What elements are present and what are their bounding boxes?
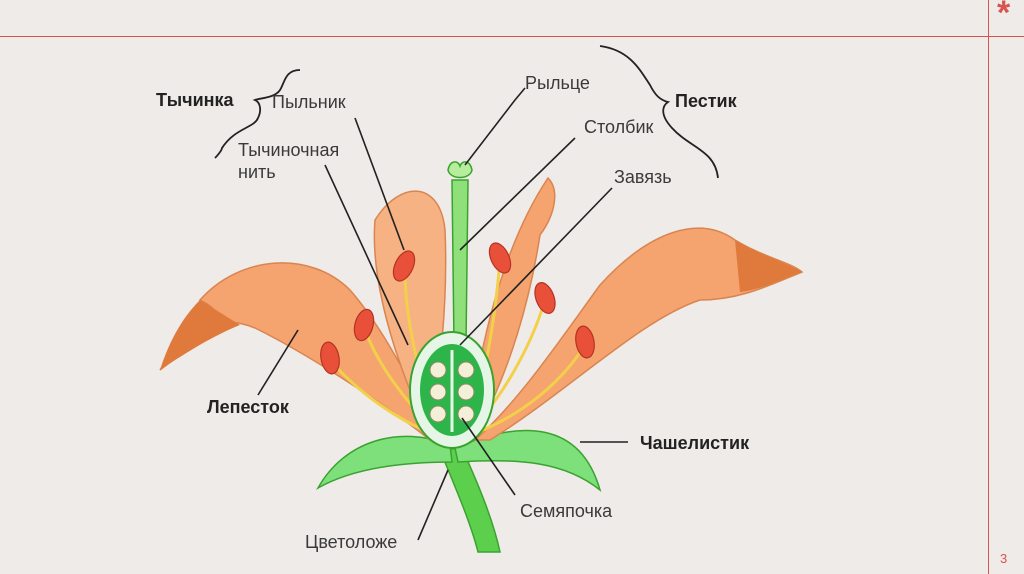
- label-ovary: Завязь: [614, 167, 672, 187]
- pistil-brace: [600, 46, 718, 178]
- label-filament-line1: Тычиночная: [238, 140, 339, 160]
- anther: [531, 280, 559, 316]
- leader-stigma: [465, 88, 525, 165]
- leader-style: [460, 138, 575, 250]
- label-stigma: Рыльце: [525, 73, 590, 93]
- label-petal: Лепесток: [207, 397, 290, 417]
- label-anther: Пыльник: [272, 92, 346, 112]
- stem: [440, 448, 500, 552]
- label-stamen: Тычинка: [156, 90, 235, 110]
- label-style: Столбик: [584, 117, 654, 137]
- pistil-stigma: [448, 162, 472, 178]
- leader-receptacle: [418, 470, 448, 540]
- label-pistil: Пестик: [675, 91, 738, 111]
- pistil-style: [452, 180, 468, 345]
- label-sepal: Чашелистик: [640, 433, 750, 453]
- label-receptacle: Цветоложе: [305, 532, 397, 552]
- sepal-left: [318, 436, 452, 488]
- label-ovule: Семяпочка: [520, 501, 613, 521]
- label-filament-line2: нить: [238, 162, 276, 182]
